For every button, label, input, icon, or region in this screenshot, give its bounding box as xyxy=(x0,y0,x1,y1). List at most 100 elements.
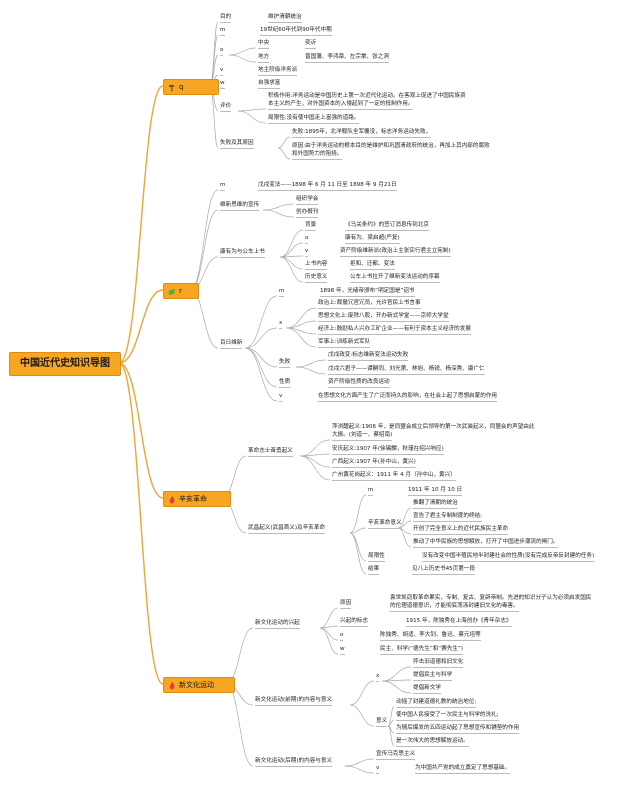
node-value: 使中国人民接受了一次民主与科学的洗礼; xyxy=(396,712,499,721)
node-value: 拒和、迁都、变法 xyxy=(350,261,395,270)
branch-xinwenhua-label: 新文化运动 xyxy=(179,681,214,689)
node-value: 经济上:鼓励私人兴办工矿企业——有利于资本主义经济的发展 xyxy=(318,326,471,335)
node-label: 性质 xyxy=(279,379,291,388)
node-label: m xyxy=(220,27,226,36)
hammer-icon xyxy=(168,83,176,92)
node-value: 原因:由于洋务运动的根本目的是维护和巩固清政府的统治，再加上其内部的腐败 xyxy=(292,143,490,149)
connector-line xyxy=(244,347,278,402)
fire-icon xyxy=(168,495,176,504)
connector-line xyxy=(244,295,278,349)
node-value: 和外国势力的阻挠。 xyxy=(292,151,343,160)
node-label: 新文化运动的兴起 xyxy=(255,620,300,629)
node-label: 意义 xyxy=(376,718,388,727)
node-label: x xyxy=(279,320,283,329)
node-label: 地方 xyxy=(258,54,270,63)
connector-line xyxy=(349,680,375,706)
node-value: 陈独秀、胡适、李大钊、鲁迅、蔡元培等 xyxy=(380,632,481,641)
branch-reform-label: r xyxy=(179,287,182,295)
node-label: 上书内容 xyxy=(305,261,328,270)
node-value: 的伦理道德意识，才能彻底荡涤封建旧文化的毒害。 xyxy=(390,603,519,612)
node-label: 失败 xyxy=(279,359,291,368)
connector-line xyxy=(279,256,304,283)
node-value: 政治上:裁撤冗官冗员，允许官民上书言事 xyxy=(318,300,421,309)
branch-xinhai-label: 辛亥革命 xyxy=(179,495,207,503)
node-value: 思想文化上:废除八股，开办新式学堂——京师大学堂 xyxy=(318,313,449,322)
connector-line xyxy=(381,680,412,694)
node-value: 开创了完全意义上的近代民族民主革命 xyxy=(413,526,509,535)
node-value: 民主、科学(“德先生”和“赛先生”) xyxy=(380,646,464,655)
node-label: v xyxy=(279,393,283,402)
connector-line xyxy=(279,256,304,270)
connector-line xyxy=(189,209,219,291)
node-label: w xyxy=(340,646,345,655)
node-value: 康有为、梁启超(严复) xyxy=(345,235,400,244)
connector-line xyxy=(228,54,257,63)
connector-line xyxy=(344,765,375,774)
node-label: 失败及其原因 xyxy=(220,140,254,149)
node-value: 宣告了君主专制制度的终结; xyxy=(413,513,483,522)
connector-line xyxy=(237,108,267,112)
connector-line xyxy=(387,706,395,727)
node-label: o xyxy=(220,47,224,56)
connector-line xyxy=(344,758,375,767)
connector-line xyxy=(277,136,291,149)
connector-line xyxy=(225,683,254,767)
node-value: 广州黄花岗起义：1911 年 4 月（孙中山，黄兴） xyxy=(332,472,456,481)
node-label: 百日维新 xyxy=(220,340,243,349)
connector-line xyxy=(118,362,164,499)
node-value: 宣传马克思主义 xyxy=(376,751,416,760)
node-value: 军事上:训练新式军队 xyxy=(318,339,371,348)
node-value: 失败:1895年，北洋舰队全军覆没，标志洋务运动失败。 xyxy=(292,129,432,138)
node-value: 积极作用:洋务运动是中国历史上第一次近代化运动。在客观上促进了中国民族资 xyxy=(268,93,466,99)
node-label: 维新思维的宣传 xyxy=(220,202,260,211)
node-value: 戊戌政变:标志维新变法运动失败 xyxy=(328,352,409,361)
branch-reform[interactable]: r xyxy=(163,283,199,299)
branch-xinhai[interactable]: 辛亥革命 xyxy=(163,491,231,507)
node-value: 维护清朝统治 xyxy=(268,14,302,23)
node-label: m xyxy=(368,487,374,496)
node-label: v xyxy=(376,765,380,774)
connector-line xyxy=(349,494,367,534)
connector-line xyxy=(299,455,331,481)
node-label: o xyxy=(305,235,309,244)
connector-line xyxy=(299,439,331,457)
connector-line xyxy=(349,527,367,534)
node-value: 大振。(刘道一、蔡绍南) xyxy=(332,432,393,441)
node-value: 在思想文化方面产生了广泛而持久的影响，在社会上起了思想启蒙的作用 xyxy=(318,393,498,402)
branch-yangwu[interactable]: q xyxy=(163,79,219,95)
connector-line xyxy=(319,607,339,629)
connector-line xyxy=(262,209,295,218)
connector-line xyxy=(349,704,375,727)
node-value: 抨击旧道德和旧文化 xyxy=(413,659,464,668)
node-label: 新文化运动(后期)的内容与意义 xyxy=(255,758,333,767)
node-value: 19世纪60年代到90年代中期 xyxy=(260,27,332,36)
node-value: 地主阶级洋务派 xyxy=(258,67,298,76)
connector-line xyxy=(277,147,291,160)
node-value: 局限性:没有使中国走上富强的道路。 xyxy=(268,115,360,124)
connector-line xyxy=(381,666,412,682)
node-value: 《马关条约》的签订消息传到北京 xyxy=(345,222,429,231)
node-value: 自强求富 xyxy=(258,80,281,89)
connector-line xyxy=(209,85,219,149)
connector-line xyxy=(279,242,304,258)
connector-line xyxy=(244,327,278,349)
node-label: 局限性 xyxy=(368,553,385,562)
node-value: 本主义的产生，对外国资本的入侵起到了一定的抵制作用。 xyxy=(268,101,414,110)
node-label: m xyxy=(220,182,226,191)
connector-line xyxy=(228,47,257,56)
node-value: 见八上历史书45页第一段 xyxy=(412,566,476,575)
connector-line xyxy=(295,359,327,368)
scroll-icon xyxy=(168,287,176,295)
root-node[interactable]: 中国近代史知识导图 xyxy=(9,352,121,376)
connector-line xyxy=(262,203,295,211)
connector-line xyxy=(299,455,331,468)
connector-line xyxy=(285,327,317,348)
connector-line xyxy=(279,229,304,258)
node-value: 袁世凯窃取革命果实，专制、复古、复辟帝制。先进的知识分子认为必须启发国民 xyxy=(390,595,592,601)
node-label: 武昌起义(武昌首义)及辛亥革命 xyxy=(248,525,326,534)
node-value: 为中国共产党的成立奠定了思想基础。 xyxy=(415,765,511,774)
node-value: 萍浏醴起义:1906 年，是同盟会成立后领导的第一次武装起义，同盟会的声望由此 xyxy=(332,424,535,430)
connector-line xyxy=(299,453,331,457)
branch-xinwenhua[interactable]: 新文化运动 xyxy=(163,677,235,693)
node-value: 广西起义:1907 年(孙中山，黄兴) xyxy=(332,459,416,468)
